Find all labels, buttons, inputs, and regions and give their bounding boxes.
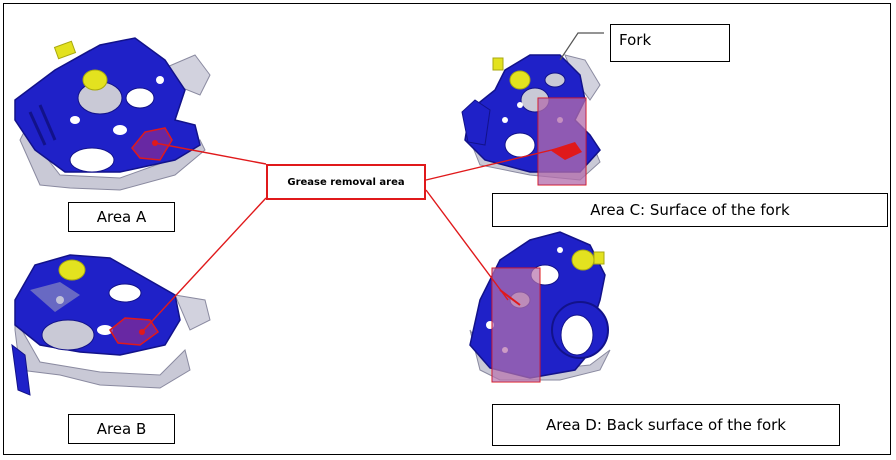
connector-area-c — [425, 147, 561, 181]
area-c-label: Area C: Surface of the fork — [492, 193, 888, 227]
lever-part-area-b — [11, 254, 211, 396]
grease-removal-label: Grease removal area — [266, 164, 426, 200]
connector-area-d — [425, 189, 509, 301]
connector-lines — [141, 142, 561, 333]
fork-label: Fork — [610, 24, 730, 62]
lever-part-area-c — [461, 54, 601, 186]
area-b-label: Area B — [68, 414, 175, 444]
connector-area-b — [141, 197, 267, 333]
area-a-label: Area A — [68, 202, 175, 232]
lever-part-area-a — [14, 37, 211, 191]
area-d-label: Area D: Back surface of the fork — [492, 404, 840, 446]
connector-area-a — [154, 142, 267, 165]
fork-leader-line — [559, 32, 604, 61]
lever-part-area-d — [469, 231, 611, 383]
